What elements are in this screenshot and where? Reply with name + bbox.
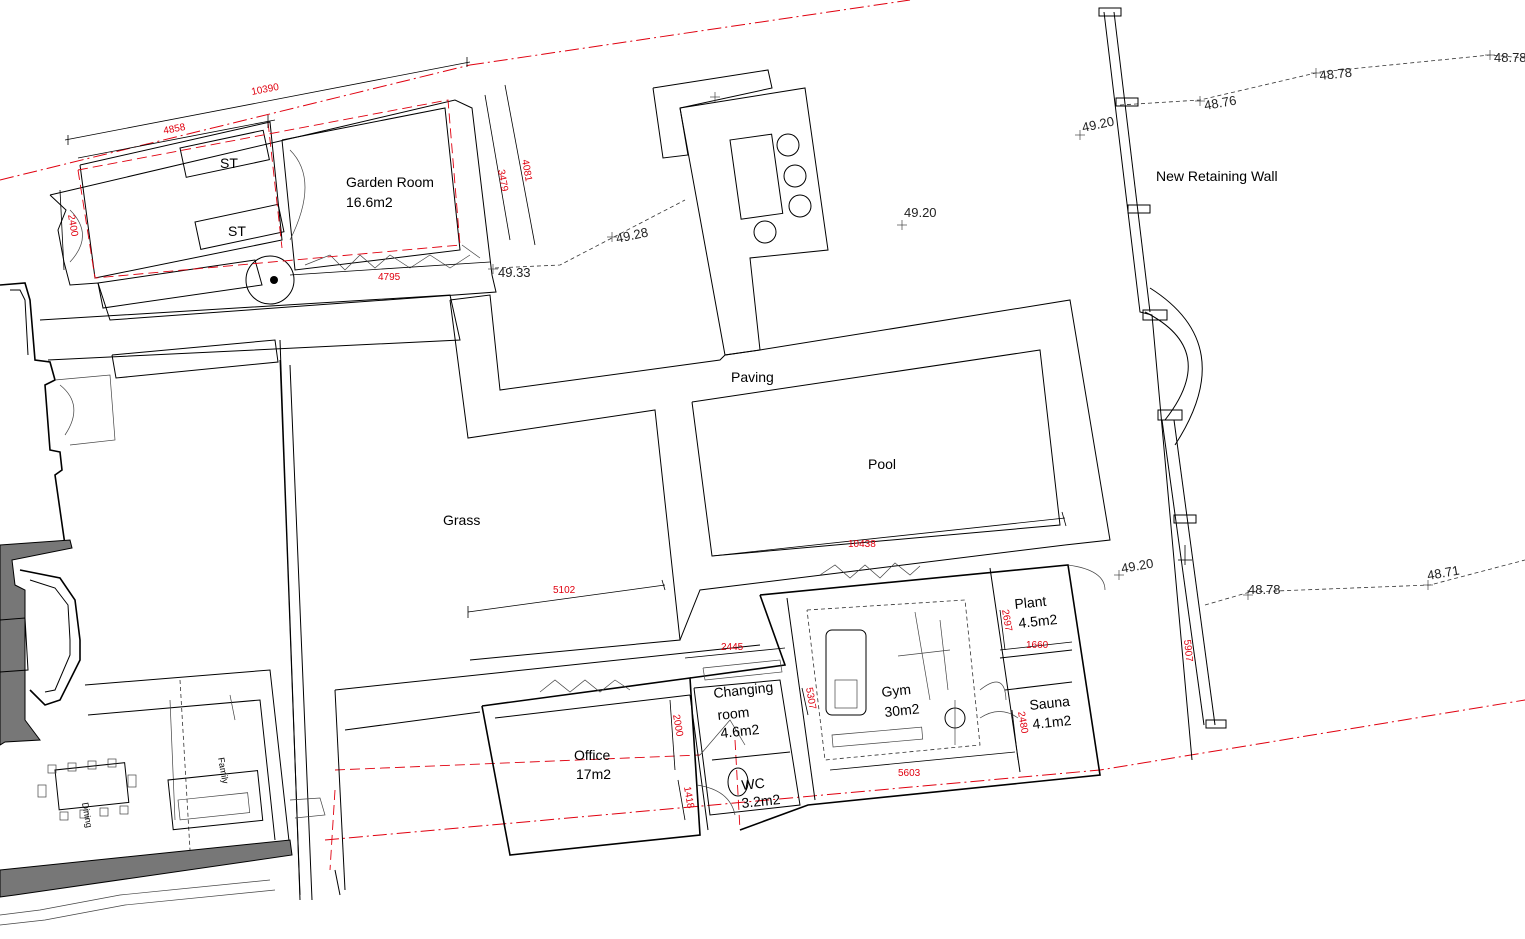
retaining-wall xyxy=(1098,7,1227,761)
label-plant: Plant xyxy=(1014,593,1048,612)
paving-area xyxy=(449,294,1111,661)
dim-3479: 3479 xyxy=(495,169,510,193)
label-wc: WC xyxy=(741,775,766,793)
dim-2445: 2445 xyxy=(721,642,744,653)
label-pool: Pool xyxy=(868,456,896,472)
dim-2400: 2400 xyxy=(65,214,80,238)
label-grass: Grass xyxy=(443,512,480,528)
level-48-78-a: 48.78 xyxy=(1319,65,1353,83)
label-family: Family xyxy=(216,757,231,785)
dim-2697: 2697 xyxy=(999,609,1014,633)
proposed-outlines xyxy=(77,99,741,871)
label-office-area: 17m2 xyxy=(576,766,611,782)
label-garden-room: Garden Room xyxy=(346,174,434,190)
dim-1418: 1418 xyxy=(681,786,696,810)
label-garden-room-area: 16.6m2 xyxy=(346,194,393,210)
dim-4858: 4858 xyxy=(162,122,186,137)
garden-room-dimensions xyxy=(59,57,536,276)
level-49-20-b: 49.20 xyxy=(1081,113,1116,134)
dim-5603: 5603 xyxy=(898,768,921,779)
dim-10390: 10390 xyxy=(250,82,280,98)
level-48-78-b: 48.78 xyxy=(1494,50,1525,65)
gym-equipment xyxy=(825,611,966,748)
label-plant-area: 4.5m2 xyxy=(1018,611,1059,631)
label-dining: Dining xyxy=(80,802,94,829)
label-retaining-wall: New Retaining Wall xyxy=(1156,168,1278,184)
dim-2480: 2480 xyxy=(1015,711,1030,735)
label-changing-area: 4.6m2 xyxy=(720,721,761,741)
dim-5102: 5102 xyxy=(553,585,576,596)
family-sofa xyxy=(167,770,264,831)
dim-4795: 4795 xyxy=(378,272,401,283)
level-markers xyxy=(488,50,1525,606)
dim-4081: 4081 xyxy=(519,159,534,183)
dim-10438: 10438 xyxy=(848,539,876,550)
main-house xyxy=(0,282,293,926)
pool-outline xyxy=(691,349,1061,557)
label-store-1: ST xyxy=(220,155,238,171)
level-48-78-c: 48.78 xyxy=(1248,582,1281,597)
label-changing-2: room xyxy=(717,704,750,723)
dim-1660: 1660 xyxy=(1026,640,1049,651)
level-49-20-a: 49.20 xyxy=(904,205,937,220)
side-walkway xyxy=(111,339,341,896)
site-boundary xyxy=(0,0,1525,841)
door-swings xyxy=(696,564,1106,816)
outdoor-kitchen xyxy=(652,69,829,356)
label-office: Office xyxy=(574,747,611,763)
level-49-33: 49.33 xyxy=(498,265,531,280)
garden-room-structure xyxy=(39,99,497,361)
folding-doors xyxy=(539,562,921,693)
dim-5307: 5307 xyxy=(803,687,818,711)
label-gym: Gym xyxy=(881,681,912,700)
dim-5907: 5907 xyxy=(1181,639,1194,663)
dim-2000: 2000 xyxy=(670,714,685,738)
label-store-2: ST xyxy=(228,223,246,239)
outbuilding-walls xyxy=(481,564,1101,856)
level-49-20-c: 49.20 xyxy=(1120,556,1155,576)
level-48-71: 48.71 xyxy=(1426,563,1461,583)
label-changing-1: Changing xyxy=(713,679,774,701)
label-wc-area: 3.2m2 xyxy=(741,791,782,811)
label-paving: Paving xyxy=(731,369,774,385)
pool-grass-dimensions xyxy=(467,511,1067,618)
label-sauna: Sauna xyxy=(1029,693,1071,713)
label-gym-area: 30m2 xyxy=(884,700,921,720)
label-sauna-area: 4.1m2 xyxy=(1032,712,1073,732)
outbuilding-dimensions xyxy=(669,609,1073,821)
level-48-76: 48.76 xyxy=(1203,93,1238,113)
dining-table xyxy=(37,758,137,821)
level-49-28: 49.28 xyxy=(615,224,650,245)
